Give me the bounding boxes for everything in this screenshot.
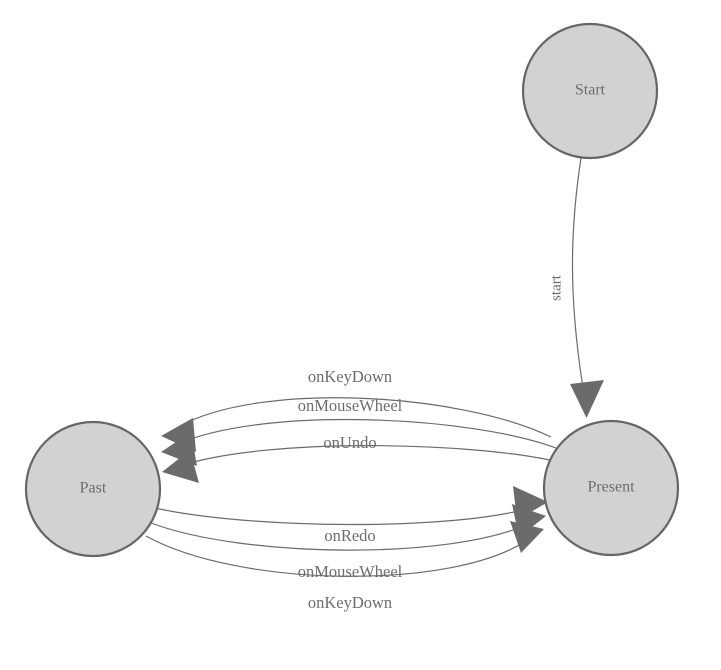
edge-onredo-label: onRedo: [324, 526, 375, 545]
edge-onmousewheel-undo-path: [177, 418, 557, 449]
edge-onredo[interactable]: onRedo: [154, 486, 548, 545]
edge-onundo-arrowhead: [162, 450, 199, 483]
edge-onmousewheel-undo-label: onMouseWheel: [298, 396, 403, 415]
node-present-circle: [542, 419, 680, 557]
node-past[interactable]: Past: [24, 420, 162, 558]
node-present[interactable]: Present: [542, 419, 680, 557]
edge-onundo[interactable]: onUndo: [162, 433, 560, 483]
edge-start-arrowhead: [570, 380, 604, 418]
edge-onkeydown-redo-path: [145, 535, 528, 577]
edge-onkeydown-undo-label: onKeyDown: [308, 367, 392, 386]
edge-start-label: start: [548, 274, 564, 301]
edge-onmousewheel-undo[interactable]: onMouseWheel: [161, 396, 557, 466]
node-past-label: Past: [80, 480, 107, 497]
edge-onkeydown-redo-arrowhead: [510, 521, 544, 553]
edge-onundo-path: [179, 445, 560, 467]
edge-start[interactable]: start: [548, 157, 604, 418]
edge-onundo-label: onUndo: [323, 433, 376, 452]
edge-onkeydown-undo-path: [177, 397, 552, 438]
edge-onkeydown-redo-label: onKeyDown: [308, 593, 392, 612]
node-start[interactable]: Start: [521, 22, 659, 160]
edge-onmousewheel-redo-path: [150, 522, 529, 551]
edge-onredo-path: [154, 507, 531, 526]
node-present-label: Present: [587, 479, 635, 496]
node-start-circle: [521, 22, 659, 160]
node-past-circle: [24, 420, 162, 558]
edge-onmousewheel-redo-label: onMouseWheel: [298, 562, 403, 581]
edge-start-path: [571, 157, 586, 401]
node-start-label: Start: [575, 82, 606, 99]
edge-onkeydown-redo[interactable]: onKeyDown: [145, 521, 544, 612]
